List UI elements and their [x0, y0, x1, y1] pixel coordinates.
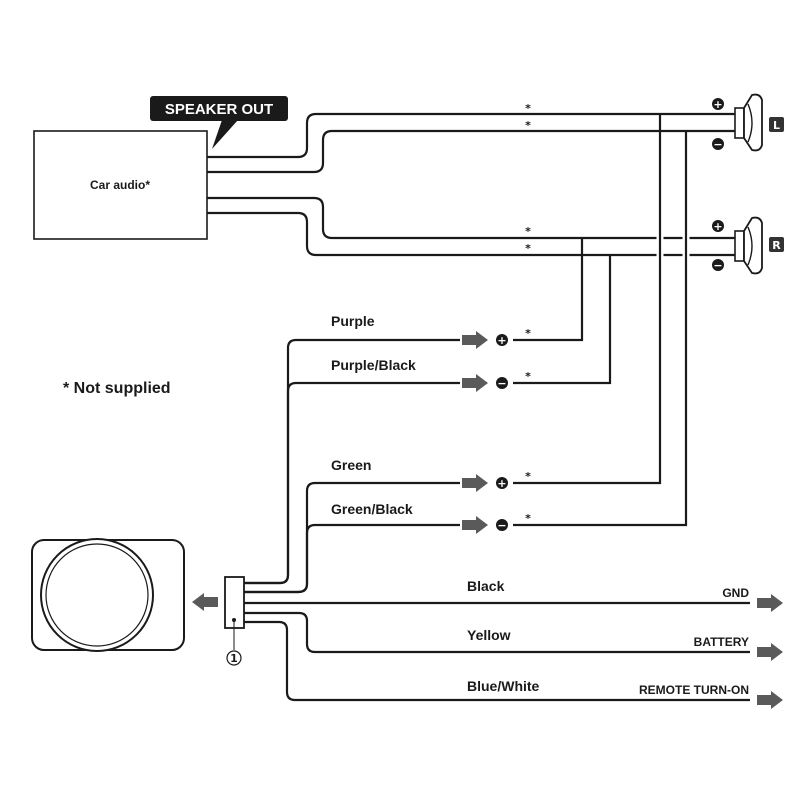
left-speaker-wires: [207, 112, 735, 174]
svg-text:−: −: [497, 377, 506, 390]
car-audio-box: [33, 130, 208, 240]
svg-text:−: −: [713, 259, 722, 272]
power-harness: [244, 601, 750, 702]
right-speaker-wires: [207, 196, 735, 257]
svg-text:*: *: [525, 512, 531, 525]
output-arrows: [757, 594, 783, 709]
not-supplied-markers: * * * * * * * *: [525, 102, 531, 525]
svg-text:*: *: [525, 119, 531, 132]
wire-label-blue-white: Blue/White: [467, 678, 540, 694]
right-speaker: + − R: [712, 216, 784, 275]
wire-label-purple: Purple: [331, 313, 375, 329]
svg-text:*: *: [525, 225, 531, 238]
dest-label-remote: REMOTE TURN-ON: [639, 683, 749, 697]
subwoofer-unit: [31, 538, 185, 652]
speaker-level-taps: [513, 114, 690, 527]
dest-label-battery: BATTERY: [694, 635, 749, 649]
wire-label-green: Green: [331, 457, 371, 473]
wire-label-purple-black: Purple/Black: [331, 357, 416, 373]
svg-text:+: +: [497, 334, 506, 347]
wire-label-yellow: Yellow: [467, 627, 511, 643]
speaker-out-callout: SPEAKER OUT: [150, 96, 288, 149]
svg-text:−: −: [713, 138, 722, 151]
svg-text:+: +: [713, 220, 722, 233]
dest-label-gnd: GND: [722, 586, 749, 600]
svg-text:*: *: [525, 370, 531, 383]
right-speaker-label: R: [772, 239, 781, 252]
harness-connector: 1: [224, 576, 245, 666]
left-speaker: + − L: [712, 93, 784, 152]
not-supplied-note: * Not supplied: [63, 380, 171, 397]
input-harness: [244, 338, 460, 594]
left-speaker-label: L: [773, 119, 780, 132]
connector-number: 1: [230, 652, 238, 665]
svg-text:+: +: [497, 477, 506, 490]
wire-label-green-black: Green/Black: [331, 501, 413, 517]
svg-text:−: −: [497, 519, 506, 532]
svg-text:*: *: [525, 242, 531, 255]
svg-text:+: +: [713, 98, 722, 111]
svg-text:*: *: [525, 470, 531, 483]
svg-text:*: *: [525, 327, 531, 340]
wire-label-black: Black: [467, 578, 505, 594]
svg-text:*: *: [525, 102, 531, 115]
connect-to-unit-arrow: [192, 593, 218, 611]
speaker-out-label: SPEAKER OUT: [165, 101, 273, 118]
input-terminals: + − + −: [496, 334, 508, 532]
car-audio-label: Car audio*: [90, 178, 150, 192]
input-arrows: [462, 331, 488, 534]
